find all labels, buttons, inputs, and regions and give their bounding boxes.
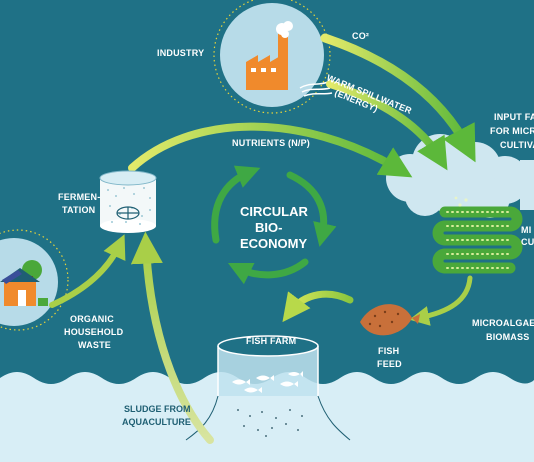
label-sludge-2: AQUACULTURE: [122, 417, 191, 427]
label-microalgae-biomass-1: MICROALGAE: [472, 318, 534, 328]
label-input-factors-3: CULTIVA: [500, 140, 534, 150]
label-microalgae-biomass-2: BIOMASS: [486, 332, 529, 342]
sludge-arrow: [130, 231, 214, 444]
label-fish-feed-2: FEED: [377, 359, 402, 369]
fermentation-tank-icon: [99, 170, 157, 233]
label-organic-waste-2: HOUSEHOLD: [64, 327, 124, 337]
biomass-arrow: [409, 275, 473, 326]
label-input-factors-2: FOR MICRO: [490, 126, 534, 136]
house-icon: [0, 260, 48, 306]
label-organic-waste-1: ORGANIC: [70, 314, 114, 324]
industry-circle: [220, 3, 324, 107]
microalgae-coil: [432, 196, 523, 274]
label-industry: INDUSTRY: [157, 48, 204, 58]
label-fermentation-2: TATION: [62, 205, 95, 215]
label-nutrients: NUTRIENTS (N/P): [232, 138, 310, 148]
label-organic-waste-3: WASTE: [78, 340, 111, 350]
industry-dotted-ring: [213, 0, 331, 114]
label-microalgae-culture-1: MI: [521, 225, 531, 235]
circular-arrows-icon: [211, 165, 337, 285]
label-fermentation-1: FERMEN-: [58, 192, 100, 202]
factory-icon: [246, 21, 293, 90]
label-fish-feed-1: FISH: [378, 346, 399, 356]
co2-arrow: [320, 33, 476, 163]
spillwater-arrow: [326, 80, 448, 171]
label-sludge-1: SLUDGE FROM: [124, 404, 191, 414]
label-fish-farm: FISH FARM: [246, 336, 296, 346]
feed-arrow: [282, 290, 354, 323]
fish-farm-icon: [185, 335, 351, 441]
label-co2: CO²: [352, 31, 369, 41]
spillwater-icon: [299, 81, 329, 89]
household-group: [0, 229, 69, 331]
label-circular-3: ECONOMY: [240, 236, 308, 251]
label-input-factors-1: INPUT FA: [494, 112, 534, 122]
label-microalgae-culture-2: CU: [521, 237, 534, 247]
label-circular-2: BIO-: [255, 220, 282, 235]
fish-feed-icon: [360, 304, 420, 336]
organic-waste-arrow: [49, 234, 126, 308]
nutrients-arrow: [128, 122, 413, 178]
sea-water: [0, 372, 534, 462]
industry-group: [213, 0, 333, 114]
label-circular-1: CIRCULAR: [240, 204, 308, 219]
